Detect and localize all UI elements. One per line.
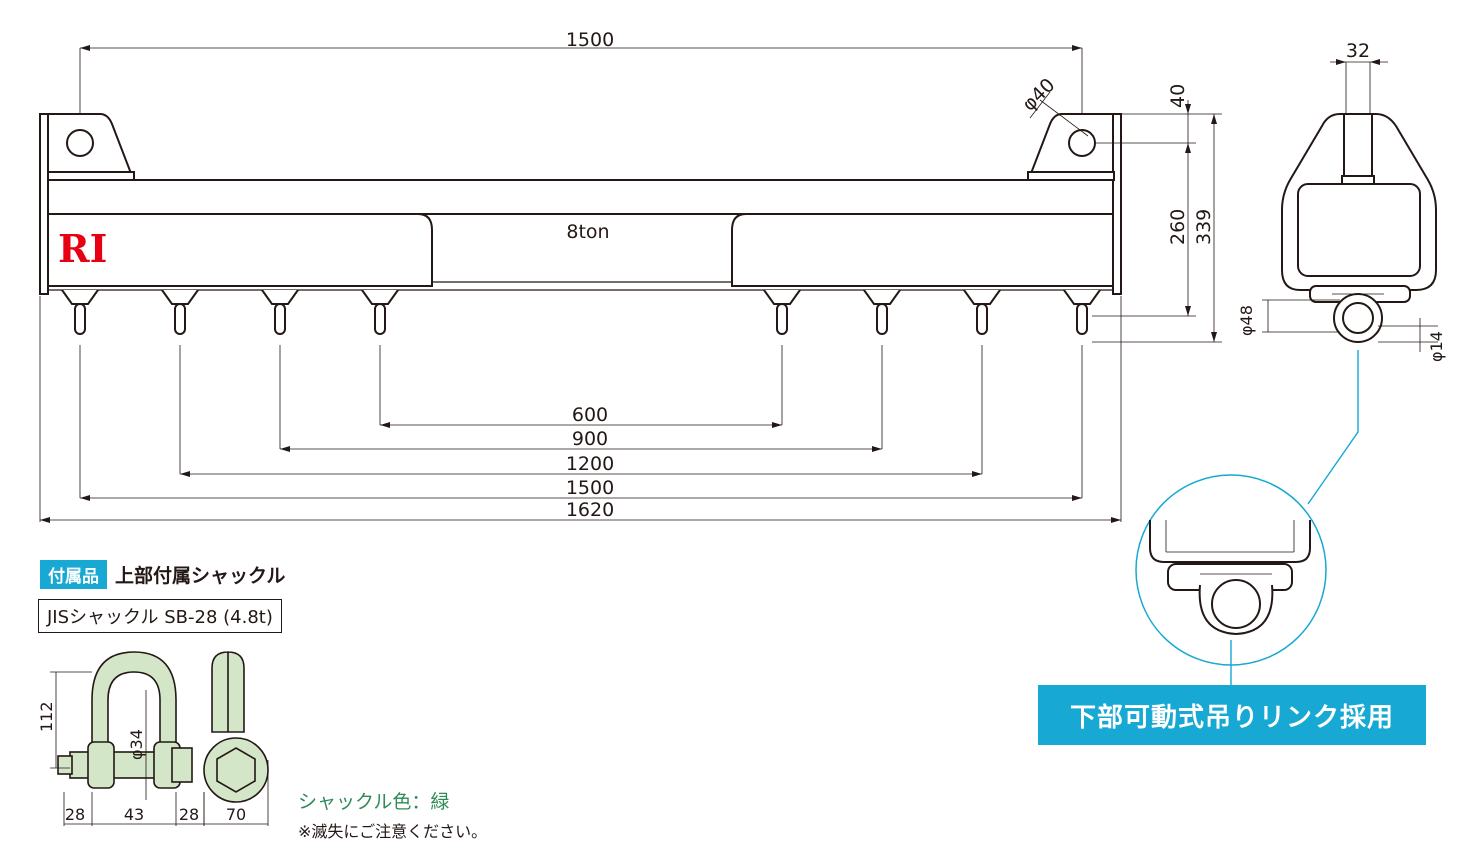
dim-1500-bottom: 1500 [566, 477, 614, 499]
dim-shackle-height: 112 [37, 701, 56, 732]
caution-note: ※滅失にご注意ください。 [298, 822, 488, 841]
dim-hole-dia: φ40 [1018, 74, 1060, 116]
dim-900: 900 [572, 428, 608, 450]
dim-link-dia: φ48 [1237, 305, 1256, 336]
dim-40: 40 [1167, 84, 1189, 108]
hook-row [61, 289, 1101, 335]
capacity-label: 8ton [566, 221, 609, 243]
accessory-badge: 付属品 [40, 560, 107, 589]
shackle-color-note: シャックル色：緑 [298, 791, 450, 813]
dim-top-span: 1500 [566, 29, 614, 51]
zoom-detail [1135, 474, 1327, 685]
dim-600: 600 [572, 404, 608, 426]
dim-rod-dia: φ14 [1427, 331, 1446, 362]
dim-1620: 1620 [566, 499, 614, 521]
dim-side-width: 32 [1346, 40, 1370, 62]
shackle-drawing: 112 φ34 28 43 28 70 [37, 651, 269, 826]
dim-260: 260 [1167, 209, 1189, 245]
lug-hole-right [1068, 129, 1096, 157]
beam-side-view: 32 φ48 φ14 [1237, 40, 1446, 505]
accessory-title: 上部付属シャックル [115, 565, 286, 587]
dim-339: 339 [1193, 209, 1215, 245]
callout-label: 下部可動式吊りリンク採用 [1038, 685, 1426, 745]
accessory-header: 付属品 上部付属シャックル [40, 560, 285, 589]
dim-43: 43 [124, 805, 144, 824]
shackle-spec: JISシャックル SB-28 (4.8t) [38, 599, 282, 633]
logo-ri: RI [58, 226, 107, 271]
dim-28-right: 28 [179, 805, 199, 824]
dim-70: 70 [226, 805, 246, 824]
dim-1200: 1200 [566, 453, 614, 475]
beam-front-view: 1500 RI 8ton [39, 29, 1222, 523]
dim-pin-dia: φ34 [127, 729, 146, 760]
dim-28-left: 28 [65, 805, 85, 824]
lug-hole-left [66, 129, 94, 157]
